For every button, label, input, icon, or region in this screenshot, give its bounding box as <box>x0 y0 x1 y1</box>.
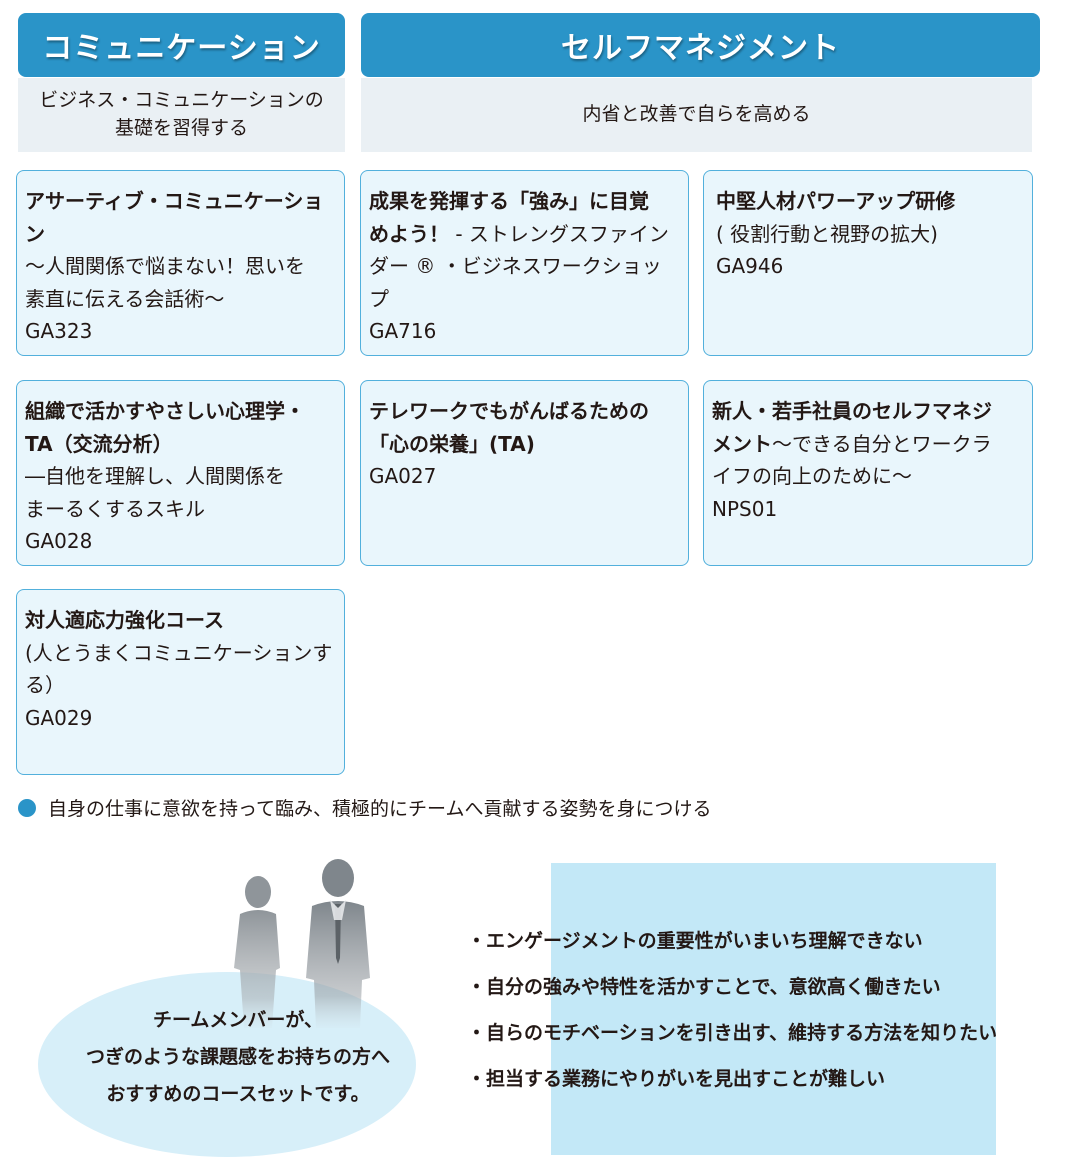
course-title: 組織で活かすやさしい心理学・TA（交流分析） <box>25 399 305 456</box>
issue-item: 自らのモチベーションを引き出す、維持する方法を知りたい <box>467 1015 997 1061</box>
course-subtitle: (人とうまくコミュニケーションする） <box>25 640 333 698</box>
course-card-ga027[interactable]: テレワークでもがんばるための「心の栄養」(TA) GA027 <box>360 380 689 566</box>
bullet-dot-icon <box>18 798 36 817</box>
course-subtitle: ( 役割行動と視野の拡大) <box>716 221 938 246</box>
category-desc-line: 内省と改善で自らを高める <box>582 103 811 126</box>
course-title: アサーティブ・コミュニケーション <box>25 189 324 246</box>
course-card-ga029[interactable]: 対人適応力強化コース (人とうまくコミュニケーションする） GA029 <box>16 589 345 775</box>
issues-list: エンゲージメントの重要性がいまいち理解できない 自分の強みや特性を活かすことで、… <box>467 923 997 1107</box>
target-line: おすすめのコースセットです。 <box>106 1083 370 1105</box>
course-subtitle: - ストレングスファインダー ® ・ビジネスワークショップ <box>369 221 669 311</box>
course-title: 中堅人材パワーアップ研修 <box>716 189 956 213</box>
category-desc-line: 基礎を習得する <box>114 117 248 139</box>
course-subtitle: 〜できる自分とワークライフの向上のために〜 <box>712 431 992 489</box>
issue-item: エンゲージメントの重要性がいまいち理解できない <box>467 923 997 969</box>
course-subtitle: ―自他を理解し、人間関係をまーるくするスキル <box>25 464 285 521</box>
issue-item: 自分の強みや特性を活かすことで、意欲高く働きたい <box>467 969 997 1015</box>
course-title: テレワークでもがんばるための「心の栄養」(TA) <box>369 399 649 456</box>
business-people-silhouette-icon <box>234 859 370 1028</box>
course-title: 対人適応力強化コース <box>25 608 224 632</box>
issue-item: 担当する業務にやりがいを見出すことが難しい <box>467 1061 997 1107</box>
category-desc-line: ビジネス・コミュニケーションの <box>39 89 324 112</box>
course-code: GA716 <box>369 319 437 343</box>
goal-statement: 自身の仕事に意欲を持って臨み、積極的にチームへ貢献する姿勢を身につける <box>18 794 711 821</box>
target-line: チームメンバーが、 <box>152 1009 324 1031</box>
course-title: 新人・若手社員のセルフマネジメント <box>712 399 992 456</box>
category-desc-communication: ビジネス・コミュニケーションの 基礎を習得する <box>18 78 345 152</box>
course-title: 成果を発揮する「強み」に目覚めよう！ <box>369 189 649 246</box>
target-audience-text: チームメンバーが、 つぎのような課題感をお持ちの方へ おすすめのコースセットです… <box>38 1002 438 1113</box>
category-desc-self-management: 内省と改善で自らを高める <box>361 78 1032 152</box>
course-code: GA946 <box>716 254 784 278</box>
course-card-ga716[interactable]: 成果を発揮する「強み」に目覚めよう！ - ストレングスファインダー ® ・ビジネ… <box>360 170 689 356</box>
course-subtitle: 〜人間関係で悩まない！思いを素直に伝える会話術〜 <box>25 254 305 311</box>
course-code: GA028 <box>25 529 93 553</box>
course-card-ga946[interactable]: 中堅人材パワーアップ研修 ( 役割行動と視野の拡大) GA946 <box>703 170 1033 356</box>
course-card-ga323[interactable]: アサーティブ・コミュニケーション 〜人間関係で悩まない！思いを素直に伝える会話術… <box>16 170 345 356</box>
course-code: GA323 <box>25 319 93 343</box>
target-line: つぎのような課題感をお持ちの方へ <box>85 1046 390 1068</box>
course-card-ga028[interactable]: 組織で活かすやさしい心理学・TA（交流分析） ―自他を理解し、人間関係をまーるく… <box>16 380 345 566</box>
course-code: GA027 <box>369 464 437 488</box>
course-card-nps01[interactable]: 新人・若手社員のセルフマネジメント〜できる自分とワークライフの向上のために〜 N… <box>703 380 1033 566</box>
course-code: GA029 <box>25 705 93 730</box>
goal-text: 自身の仕事に意欲を持って臨み、積極的にチームへ貢献する姿勢を身につける <box>48 798 712 820</box>
category-header-self-management: セルフマネジメント <box>361 13 1040 77</box>
category-header-communication: コミュニケーション <box>18 13 345 77</box>
course-code: NPS01 <box>712 496 778 521</box>
